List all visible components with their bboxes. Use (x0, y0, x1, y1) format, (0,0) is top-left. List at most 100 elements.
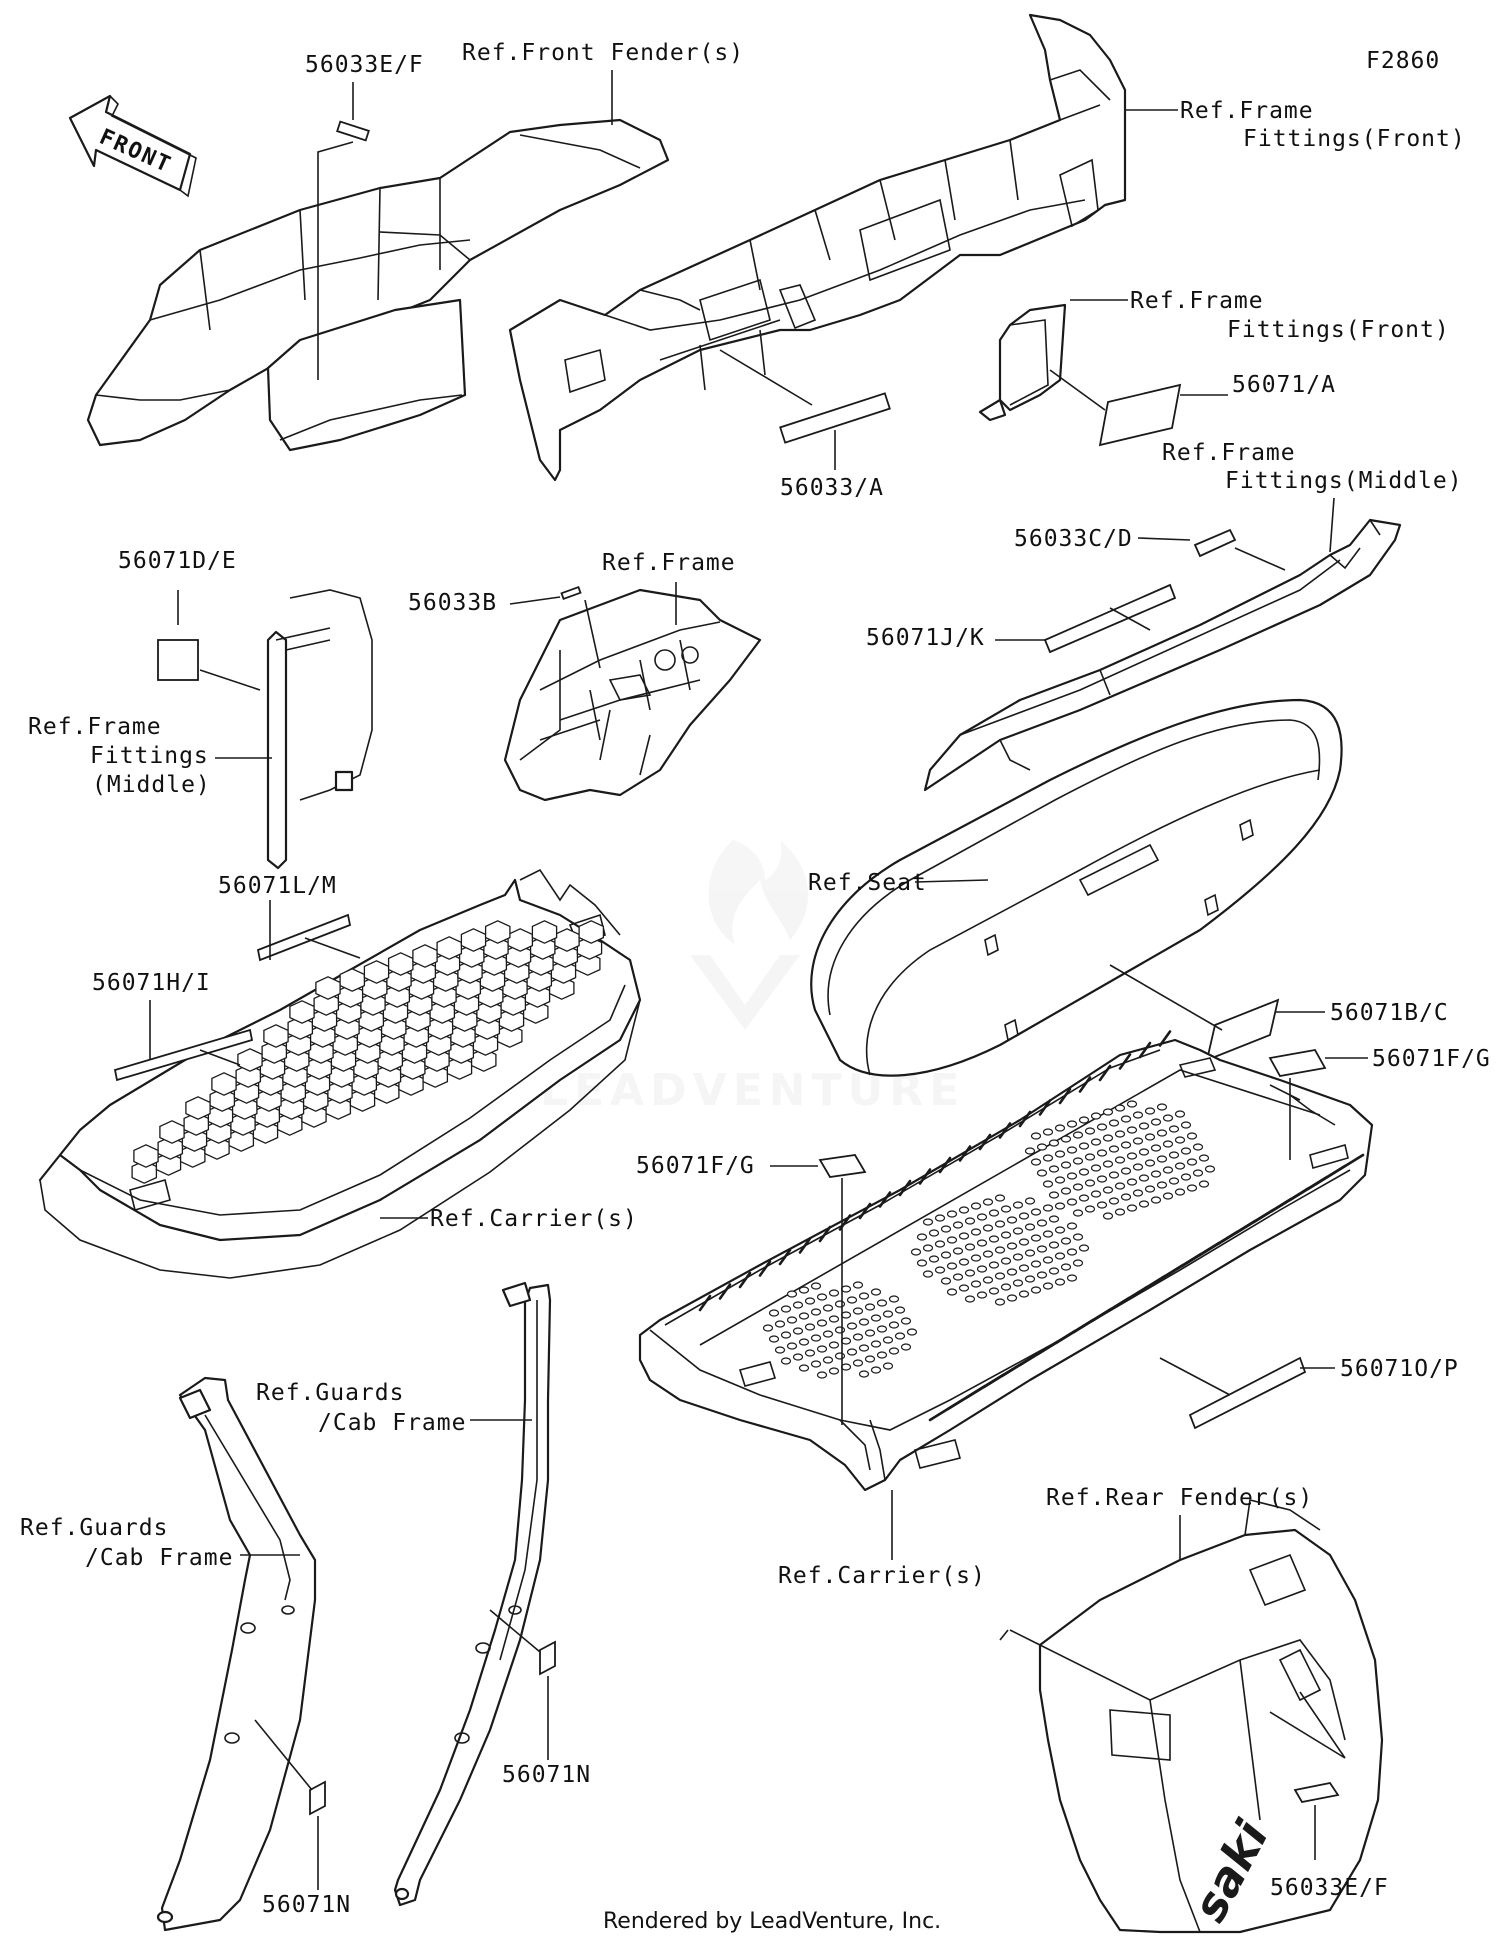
mat-nub (1066, 1198, 1078, 1206)
mat-nub (1102, 1186, 1114, 1194)
mat-nub (852, 1307, 864, 1315)
seat-part (810, 698, 1343, 1077)
mat-nub (1120, 1141, 1132, 1149)
mat-nub (1018, 1264, 1030, 1272)
mat-nub (822, 1330, 834, 1338)
carrier-tie-slot (958, 1145, 972, 1162)
mat-nub (1012, 1253, 1024, 1261)
frame-fittings-middle-bracket (266, 589, 373, 870)
mat-nub (1048, 1165, 1060, 1173)
credit-text: Rendered by LeadVenture, Inc. (603, 1909, 941, 1934)
mat-nub (780, 1305, 792, 1313)
mat-nub (792, 1353, 804, 1361)
rib-pattern (698, 1030, 1365, 1422)
mat-nub (1000, 1283, 1012, 1291)
label-56071FG-right: 56071F/G (1372, 1046, 1491, 1072)
mat-nub (1030, 1132, 1042, 1140)
carrier-tie-slot (818, 1225, 832, 1243)
mat-nub (858, 1344, 870, 1352)
mat-nub (1114, 1130, 1126, 1138)
mat-nub (798, 1338, 810, 1346)
mat-nub (1054, 1278, 1066, 1286)
mat-nub (1054, 1252, 1066, 1260)
decal-56071A (1098, 383, 1182, 447)
mat-nub (1084, 1127, 1096, 1135)
mat-nub (1024, 1147, 1036, 1155)
mat-nub (1120, 1167, 1132, 1175)
mat-nub (1126, 1152, 1138, 1160)
mat-nub (792, 1301, 804, 1309)
mat-nub (774, 1320, 786, 1328)
mat-nub (994, 1272, 1006, 1280)
label-guards-2b: /Cab Frame (318, 1410, 466, 1436)
mat-nub (1072, 1183, 1084, 1191)
label-ff-middle-b: Fittings(Middle) (1225, 468, 1463, 494)
front-fender-part (86, 118, 670, 452)
mat-nub (852, 1333, 864, 1341)
mat-nub (1018, 1290, 1030, 1298)
mat-nub (982, 1276, 994, 1284)
carrier-left-part (38, 868, 642, 1279)
mat-nub (1144, 1185, 1156, 1193)
leader-56033EF-top (317, 141, 354, 380)
mat-nub (1048, 1215, 1060, 1223)
decal-56033EF-top (336, 120, 370, 142)
mat-nub (1096, 1175, 1108, 1183)
mat-nub (1150, 1118, 1162, 1126)
mat-nub (1000, 1231, 1012, 1239)
mat-nub (1090, 1112, 1102, 1120)
mat-nub (804, 1323, 816, 1331)
hex-cell (263, 1024, 289, 1048)
mat-nub (1138, 1200, 1150, 1208)
label-56033CD: 56033C/D (1014, 526, 1133, 552)
carrier-tie-slot (1138, 1041, 1152, 1059)
mat-nub (762, 1324, 774, 1332)
mat-nub (876, 1351, 888, 1359)
carrier-tie-slot (758, 1260, 772, 1277)
mat-nub (1042, 1180, 1054, 1188)
mat-nub (1096, 1201, 1108, 1209)
decal-56071N-right (539, 1640, 556, 1676)
mat-nub (994, 1194, 1006, 1202)
carrier-tie-slot (778, 1248, 792, 1266)
mat-nub (1180, 1121, 1192, 1129)
mat-nub (816, 1319, 828, 1327)
mat-nub (1060, 1161, 1072, 1169)
label-56071N-right: 56071N (502, 1762, 591, 1788)
figure-code: F2860 (1366, 48, 1440, 74)
mat-nub (1072, 1209, 1084, 1217)
carrier-tie-slot (1158, 1030, 1172, 1047)
mat-nub (834, 1326, 846, 1334)
mat-nub (1126, 1204, 1138, 1212)
frame-center-part (503, 588, 762, 802)
mat-nub (870, 1288, 882, 1296)
hex-cell (211, 1072, 237, 1096)
mat-nub (1168, 1125, 1180, 1133)
label-56033EF-bottom: 56033E/F (1270, 1875, 1389, 1901)
mat-nub (858, 1292, 870, 1300)
mat-nub (958, 1232, 970, 1240)
mat-nub (982, 1198, 994, 1206)
mat-nub (1102, 1134, 1114, 1142)
decal-56071DE (157, 639, 199, 681)
mat-nub (792, 1327, 804, 1335)
mat-nub (1186, 1158, 1198, 1166)
carrier-tie-slot (858, 1202, 872, 1220)
mat-nub (1030, 1260, 1042, 1268)
carrier-tie-slot (798, 1237, 812, 1254)
mat-nub (982, 1250, 994, 1258)
carrier-rib (1306, 1153, 1365, 1191)
mat-nub (952, 1273, 964, 1281)
mat-nub (994, 1246, 1006, 1254)
mat-nub (1054, 1124, 1066, 1132)
hex-cell (185, 1096, 211, 1120)
mat-nub (1006, 1242, 1018, 1250)
mat-nub (1174, 1110, 1186, 1118)
mat-nub (870, 1366, 882, 1374)
carrier-tie-slot (1118, 1053, 1132, 1070)
mat-nub (1006, 1216, 1018, 1224)
mat-nub (1168, 1177, 1180, 1185)
label-guards-1b: /Cab Frame (85, 1545, 233, 1571)
mat-nub (1198, 1154, 1210, 1162)
hex-cell (237, 1048, 263, 1072)
